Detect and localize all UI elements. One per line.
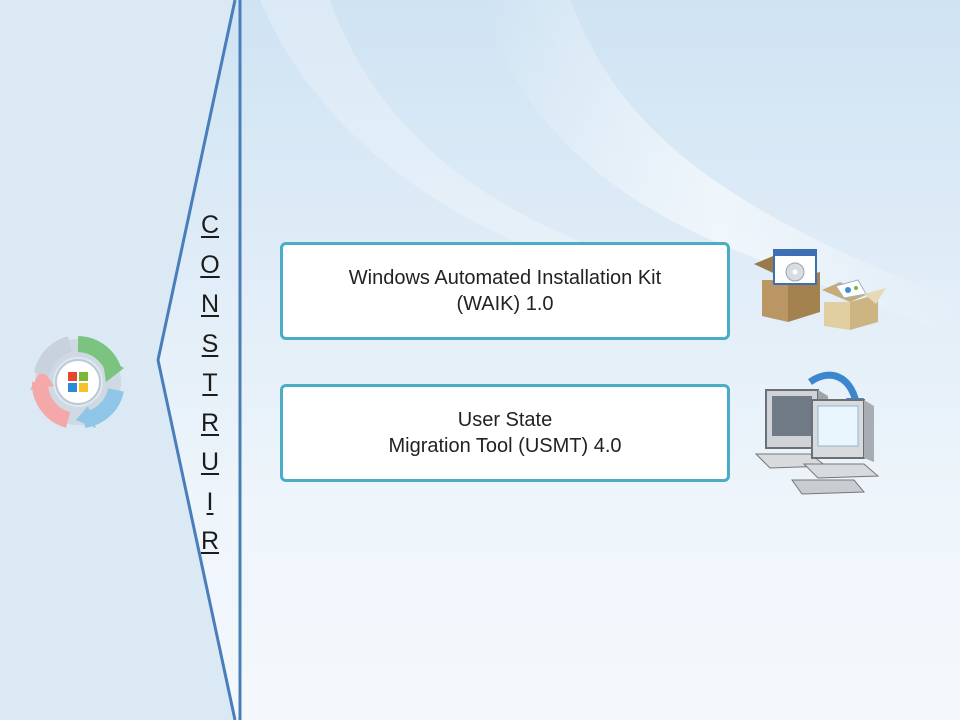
vertical-letter: N — [200, 290, 220, 318]
vertical-letter: U — [200, 448, 220, 476]
usmt-label: User State Migration Tool (USMT) 4.0 — [388, 409, 622, 457]
vertical-letter: S — [201, 329, 219, 358]
windows-cycle-arrows-icon — [30, 336, 124, 428]
vertical-letter: R — [200, 408, 220, 437]
usmt-box: User State Migration Tool (USMT) 4.0 — [280, 384, 730, 482]
vertical-letter: C — [200, 211, 220, 239]
pc-migration-icon — [754, 371, 880, 495]
waik-box: Windows Automated Installation Kit (WAIK… — [280, 242, 730, 340]
vertical-letter: O — [200, 250, 220, 279]
vertical-letter: R — [200, 527, 220, 555]
waik-label: Windows Automated Installation Kit (WAIK… — [348, 267, 662, 315]
vertical-letter: I — [206, 487, 214, 516]
vertical-title: C O N S T R U I R — [192, 206, 228, 562]
software-boxes-icon — [754, 249, 886, 330]
vertical-letter: T — [202, 369, 218, 397]
